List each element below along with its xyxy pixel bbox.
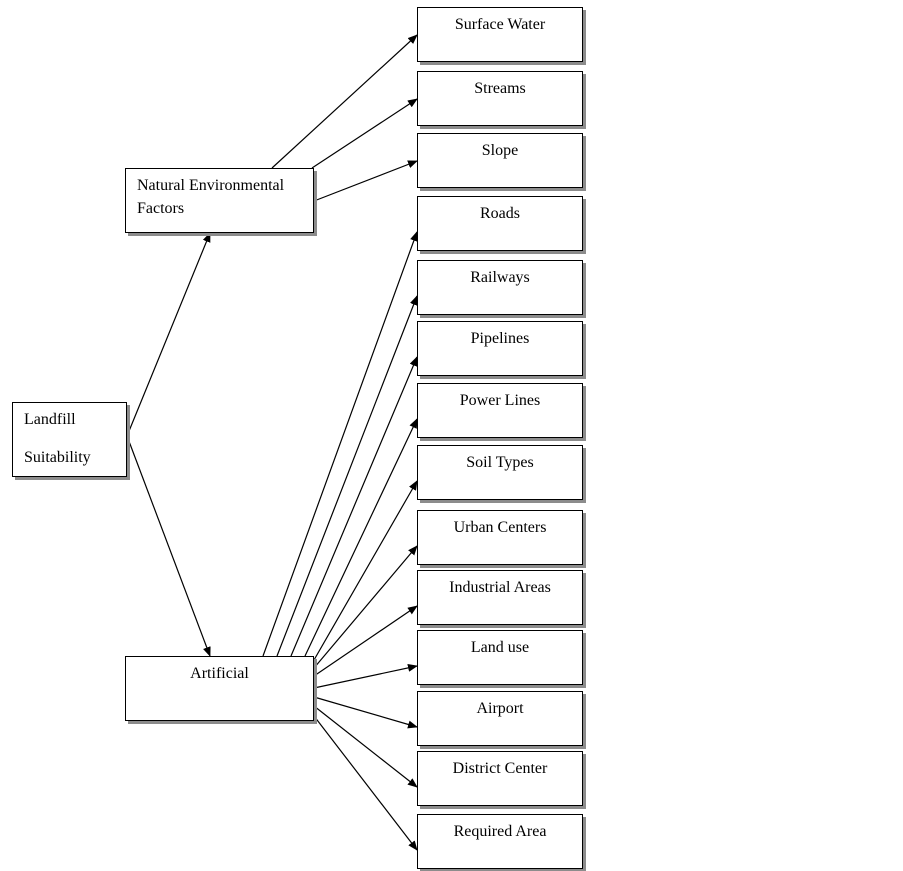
artificial-box: Artificial xyxy=(125,656,314,721)
factor-box-land-use: Land use xyxy=(417,630,583,685)
arrow-natural-to-slope xyxy=(313,160,418,202)
arrow-artificial-to-district-center xyxy=(313,705,418,788)
factor-label: Airport xyxy=(476,700,524,717)
factor-label: Railways xyxy=(470,269,530,286)
factor-box-surface-water: Surface Water xyxy=(417,7,583,62)
arrow-artificial-to-urban-centers xyxy=(313,545,418,669)
artificial-label: Artificial xyxy=(190,665,249,682)
arrow-natural-to-streams xyxy=(311,98,418,169)
factor-label: District Center xyxy=(452,760,548,777)
factor-box-urban-centers: Urban Centers xyxy=(417,510,583,565)
factor-label: Required Area xyxy=(453,823,547,840)
natural-label-line2: Factors xyxy=(137,200,185,217)
factor-box-railways: Railways xyxy=(417,260,583,315)
factor-label: Land use xyxy=(470,639,530,656)
arrow-root-to-artificial xyxy=(126,435,211,657)
factor-box-pipelines: Pipelines xyxy=(417,321,583,376)
factor-box-required-area: Required Area xyxy=(417,814,583,869)
natural-environmental-factors-box: Natural Environmental Factors xyxy=(125,168,314,233)
factor-label: Surface Water xyxy=(454,16,546,33)
factor-label: Streams xyxy=(474,80,526,97)
arrow-artificial-to-roads xyxy=(262,231,418,657)
arrow-artificial-to-power-lines xyxy=(304,418,418,657)
factor-box-power-lines: Power Lines xyxy=(417,383,583,438)
arrow-artificial-to-soil-types xyxy=(313,480,418,661)
arrow-natural-to-surface-water xyxy=(271,34,418,169)
arrow-artificial-to-pipelines xyxy=(290,356,418,657)
factor-label: Slope xyxy=(481,142,519,159)
factor-label: Industrial Areas xyxy=(449,579,551,596)
factor-box-airport: Airport xyxy=(417,691,583,746)
arrow-artificial-to-airport xyxy=(313,696,418,729)
factor-box-district-center: District Center xyxy=(417,751,583,806)
factor-label: Power Lines xyxy=(459,392,541,409)
arrow-artificial-to-railways xyxy=(276,295,418,657)
arrow-artificial-to-industrial-areas xyxy=(313,605,418,677)
root-label-line2: Suitability xyxy=(24,449,91,466)
factor-box-slope: Slope xyxy=(417,133,583,188)
arrow-artificial-to-required-area xyxy=(313,715,418,851)
factor-box-soil-types: Soil Types xyxy=(417,445,583,500)
root-label-line1: Landfill xyxy=(24,411,76,428)
factor-label: Pipelines xyxy=(470,330,530,347)
factor-label: Urban Centers xyxy=(453,519,547,536)
factor-label: Soil Types xyxy=(466,454,534,471)
factor-box-roads: Roads xyxy=(417,196,583,251)
landfill-suitability-box: Landfill Suitability xyxy=(12,402,127,477)
factor-box-industrial-areas: Industrial Areas xyxy=(417,570,583,625)
arrow-root-to-natural xyxy=(126,232,211,437)
factor-box-streams: Streams xyxy=(417,71,583,126)
natural-label-line1: Natural Environmental xyxy=(137,177,285,194)
arrow-artificial-to-land-use xyxy=(313,663,418,689)
factor-label: Roads xyxy=(480,205,520,222)
